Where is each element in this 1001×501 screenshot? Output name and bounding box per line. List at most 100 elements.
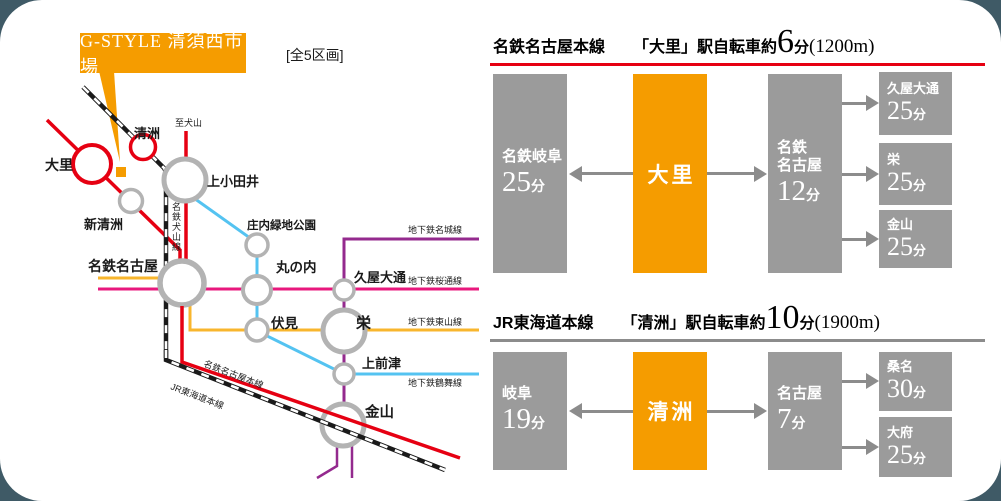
line-label-sakuradori: 地下鉄桜通線 (408, 275, 462, 286)
hub-name: 名古屋 (777, 385, 823, 403)
station-label-meitetsu-nagoya: 名鉄名古屋 (88, 258, 158, 274)
route2-hub-box: 名古屋 7分 (768, 352, 842, 470)
station-label-kamimaezu: 上前津 (362, 356, 401, 371)
arrow-right-icon (754, 403, 767, 419)
line-label-to-inuyama: 至犬山 (175, 117, 202, 128)
station-marker-shinkiyosu (117, 187, 145, 215)
arrow-line (582, 410, 633, 413)
station-marker-sakae (320, 307, 368, 355)
jr-line-hatch-south (164, 350, 446, 472)
hub-minutes: 7 (777, 403, 792, 436)
station-marker-shonai-ryokuchi-koen (244, 232, 270, 258)
minutes-unit: 分 (791, 415, 806, 432)
line-label-jr-tokaido: JR東海道本線 (169, 381, 225, 411)
destination-minutes: 25 (887, 439, 913, 469)
destination-name: 大府 (887, 424, 914, 440)
terminal-name: 名鉄岐阜 (502, 147, 563, 165)
route2-header: JR東海道本線 「清洲」駅自転車約10分(1900m) (493, 301, 880, 339)
minutes-unit: 分 (913, 385, 927, 400)
route2-origin-box: 清洲 (633, 352, 707, 470)
station-label-hisaya-odori: 久屋大通 (354, 270, 406, 285)
route1-hub-box: 名鉄 名古屋 12分 (768, 74, 842, 273)
lots-badge: [全5区画] (286, 47, 344, 63)
route1-access-prefix: 「大里」駅自転車約 (633, 39, 778, 56)
station-marker-marunouchi (241, 274, 273, 306)
destination-name: 久屋大通 (887, 81, 940, 97)
destination-minutes: 25 (887, 166, 913, 196)
arrow-right-icon (866, 439, 879, 455)
property-location-marker (116, 167, 126, 177)
minutes-unit: 分 (531, 177, 545, 194)
property-name: G-STYLE 清須西市場 (80, 31, 244, 77)
arrow-line (842, 173, 866, 176)
station-label-kamiotai: 上小田井 (207, 174, 259, 189)
terminal-minutes: 25 (502, 165, 531, 198)
origin-station-name: 清洲 (647, 401, 696, 424)
line-label-higashiyama: 地下鉄東山線 (408, 316, 462, 327)
minutes-unit: 分 (806, 186, 820, 203)
route1-header: 名鉄名古屋本線「大里」駅自転車約6分(1200m) (493, 25, 875, 63)
route2-underline (490, 339, 985, 342)
station-label-osato: 大里 (45, 157, 73, 173)
arrow-left-icon (569, 403, 582, 419)
meitetsu-main-line-path-south (180, 306, 461, 460)
arrow-left-icon (569, 166, 582, 182)
minutes-unit: 分 (913, 242, 927, 258)
station-marker-kiyosu (128, 132, 158, 162)
meijo-line-tail-left (316, 445, 339, 480)
route1-access-distance: (1200m) (809, 36, 875, 57)
route1-access-minutes: 6 (777, 23, 795, 60)
line-label-inuyama-vertical: 名鉄犬山線 (171, 202, 181, 252)
station-label-kiyosu: 清洲 (134, 126, 160, 141)
destination-minutes: 25 (887, 96, 913, 125)
arrow-line (707, 172, 754, 175)
minutes-unit: 分 (531, 415, 545, 432)
station-label-sakae: 栄 (355, 314, 372, 332)
arrow-line (582, 172, 633, 175)
arrow-right-icon (866, 95, 879, 111)
route1-origin-box: 大里 (633, 74, 707, 273)
hub-name: 名鉄 名古屋 (777, 138, 823, 174)
route2-minutes-unit: 分 (799, 315, 815, 332)
station-marker-kamimaezu (332, 362, 356, 386)
railway-map: 大里 清洲 新清洲 上小田井 庄内緑地公園 名鉄名古屋 丸の内 久屋大通 伏見 … (45, 71, 479, 480)
arrow-line (842, 446, 866, 449)
destination-name: 金山 (887, 216, 914, 232)
route2-access-prefix: 「清洲」駅自転車約 (621, 315, 766, 332)
station-marker-hisaya-odori (332, 278, 356, 302)
line-label-tsurumai: 地下鉄鶴舞線 (408, 377, 462, 388)
route1-line-name: 名鉄名古屋本線 (493, 39, 606, 56)
arrow-right-icon (866, 166, 879, 182)
terminal-name: 岐阜 (502, 385, 533, 403)
arrow-right-icon (866, 231, 879, 247)
route1-underline (490, 63, 985, 66)
station-label-kanayama: 金山 (364, 403, 394, 421)
arrow-right-icon (866, 373, 879, 389)
station-marker-fushimi (244, 317, 270, 343)
route2-access-distance: (1900m) (814, 312, 880, 333)
terminal-minutes: 19 (502, 403, 531, 436)
station-label-shonai-ryokuchi-koen: 庄内緑地公園 (247, 218, 316, 232)
arrow-right-icon (754, 166, 767, 182)
minutes-unit: 分 (913, 107, 927, 122)
origin-station-name: 大里 (647, 163, 696, 187)
route1-terminal-box: 名鉄岐阜 25分 (493, 74, 567, 273)
minutes-unit: 分 (913, 177, 927, 193)
destination-minutes: 30 (887, 374, 913, 403)
route2-destination-box: 大府 25分 (879, 417, 952, 477)
station-label-marunouchi: 丸の内 (275, 259, 317, 275)
route2-access-minutes: 10 (765, 299, 800, 336)
hub-minutes: 12 (777, 174, 806, 207)
subway-higashiyama-line-path-east (188, 298, 479, 332)
station-label-shinkiyosu: 新清洲 (84, 217, 123, 232)
arrow-line (842, 380, 866, 383)
arrow-line (842, 102, 866, 105)
arrow-line (842, 238, 866, 241)
station-marker-osato (71, 143, 113, 185)
destination-name: 桑名 (887, 359, 914, 375)
station-marker-meitetsu-nagoya (157, 258, 207, 308)
meitetsu-main-line-path-north (45, 118, 182, 264)
route1-destination-box: 久屋大通 25分 (879, 72, 952, 135)
route2-line-name: JR東海道本線 (493, 315, 594, 332)
